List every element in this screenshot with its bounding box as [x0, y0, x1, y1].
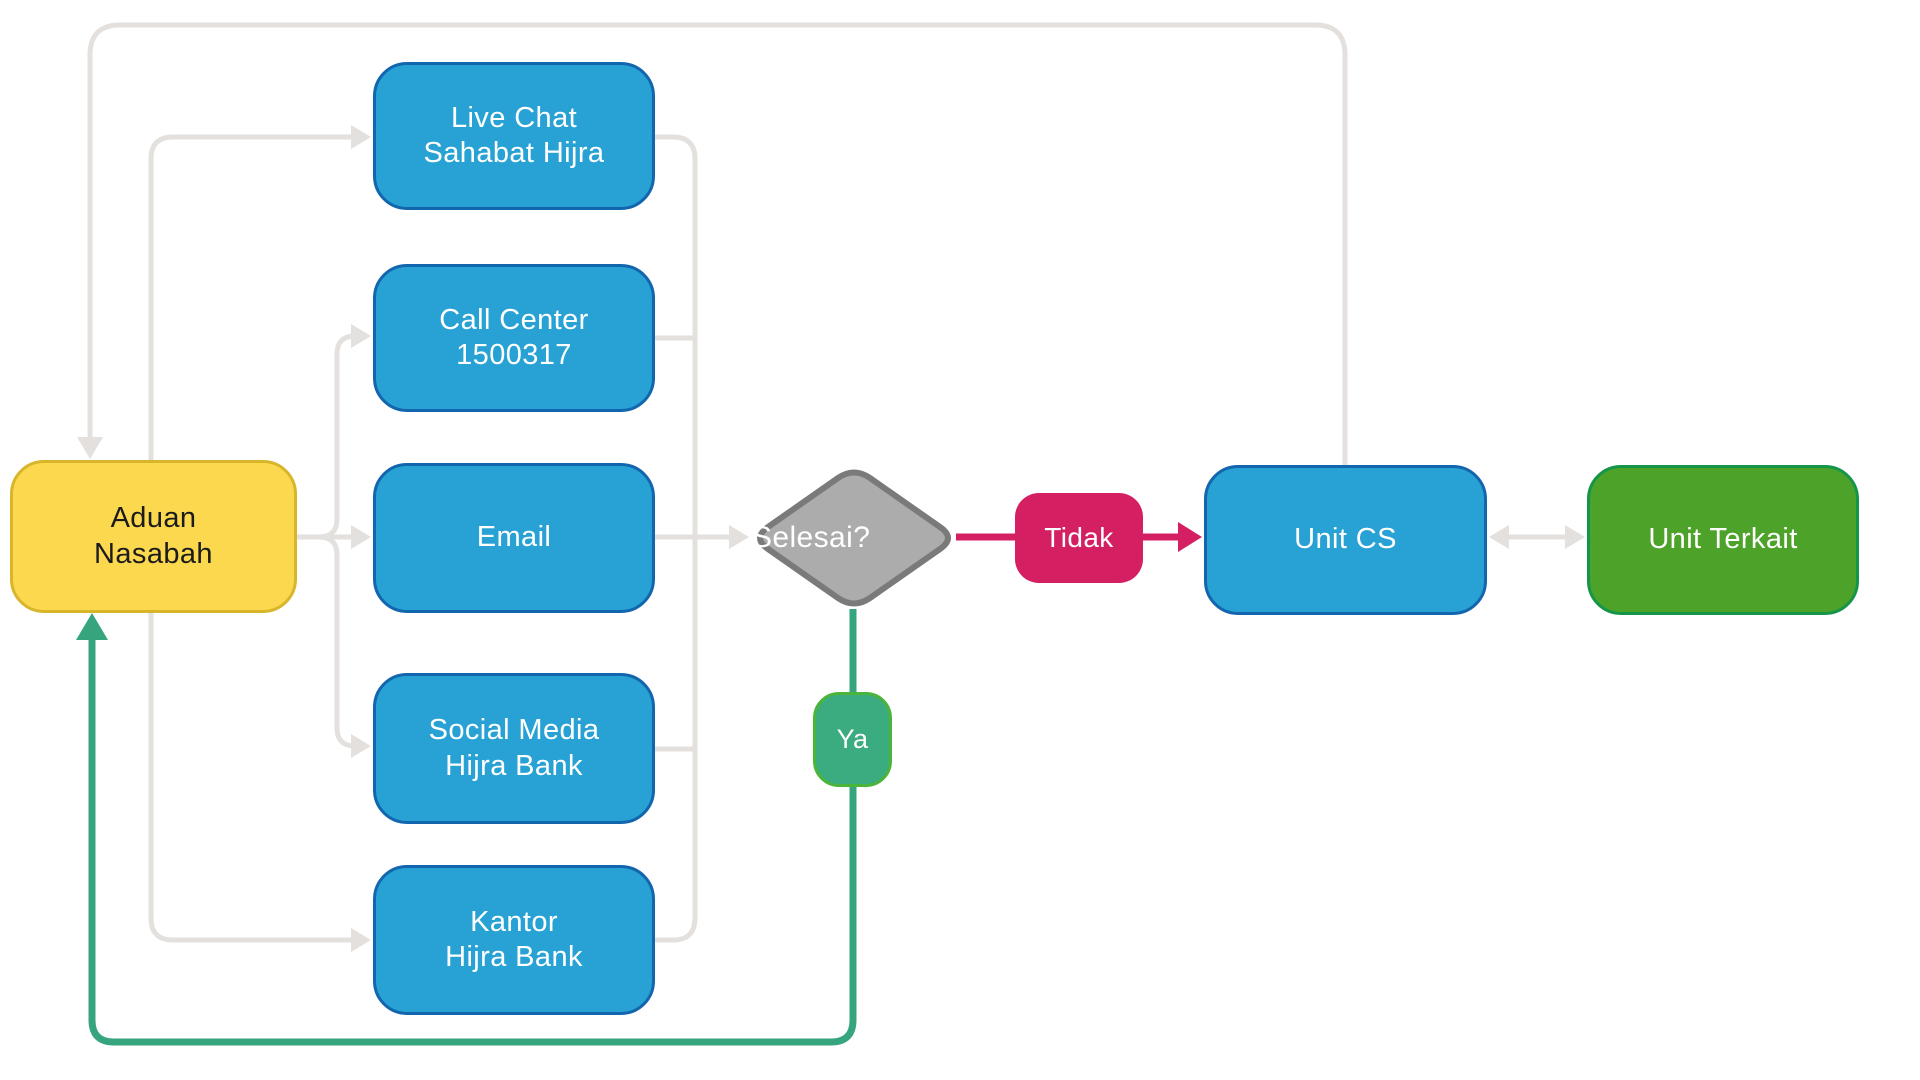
node-tidak-label: Tidak: [1044, 521, 1114, 553]
node-ya: Ya: [813, 692, 892, 787]
edge-aduan-to-livechat: [148, 134, 353, 460]
edge-aduan-to-callcenter: [318, 333, 356, 540]
arrowhead-aduan-bottom: [76, 613, 108, 640]
node-call-center-label: Call Center 1500317: [439, 303, 589, 371]
gray-connectors: [77, 22, 1585, 952]
arrowhead-aduan-top: [77, 437, 103, 459]
arrowhead-unitterkait-side: [1565, 525, 1585, 549]
node-ya-label: Ya: [836, 724, 869, 755]
edge-selesai-to-aduan: [88, 609, 857, 1046]
edge-aduan-to-socialmedia: [318, 534, 356, 749]
node-unit-terkait-label: Unit Terkait: [1648, 523, 1798, 556]
arrowhead-kantor: [351, 928, 371, 952]
node-selesai-label: Selesai?: [752, 521, 871, 554]
node-selesai-decision: Selesai?: [752, 467, 956, 609]
arrowhead-email: [351, 525, 371, 549]
node-social-media-label: Social Media Hijra Bank: [428, 714, 600, 782]
decision-diamond-shape: [757, 469, 951, 607]
node-unit-cs: Unit CS: [1204, 465, 1487, 615]
edge-unitcs-to-aduan: [87, 22, 1348, 466]
arrowhead-unitcs-side: [1489, 525, 1509, 549]
node-live-chat: Live Chat Sahabat Hijra: [373, 62, 655, 210]
node-email: Email: [373, 463, 655, 613]
node-aduan-nasabah: Aduan Nasabah: [10, 460, 297, 613]
node-call-center: Call Center 1500317: [373, 264, 655, 412]
node-unit-terkait: Unit Terkait: [1587, 465, 1859, 615]
arrowhead-unitcs: [1178, 522, 1202, 552]
green-connector: [76, 609, 857, 1046]
node-unit-cs-label: Unit CS: [1294, 523, 1397, 556]
arrowhead-selesai: [729, 525, 749, 549]
node-email-label: Email: [476, 521, 552, 554]
arrowhead-socialmedia: [351, 734, 371, 758]
node-kantor-label: Kantor Hijra Bank: [445, 905, 583, 973]
node-tidak: Tidak: [1015, 493, 1143, 583]
node-social-media: Social Media Hijra Bank: [373, 673, 655, 824]
node-live-chat-label: Live Chat Sahabat Hijra: [423, 101, 605, 169]
arrowhead-callcenter: [351, 324, 371, 348]
edge-aduan-to-kantor: [148, 613, 353, 943]
node-aduan-nasabah-label: Aduan Nasabah: [94, 502, 213, 570]
node-kantor: Kantor Hijra Bank: [373, 865, 655, 1015]
arrowhead-livechat: [351, 125, 371, 149]
